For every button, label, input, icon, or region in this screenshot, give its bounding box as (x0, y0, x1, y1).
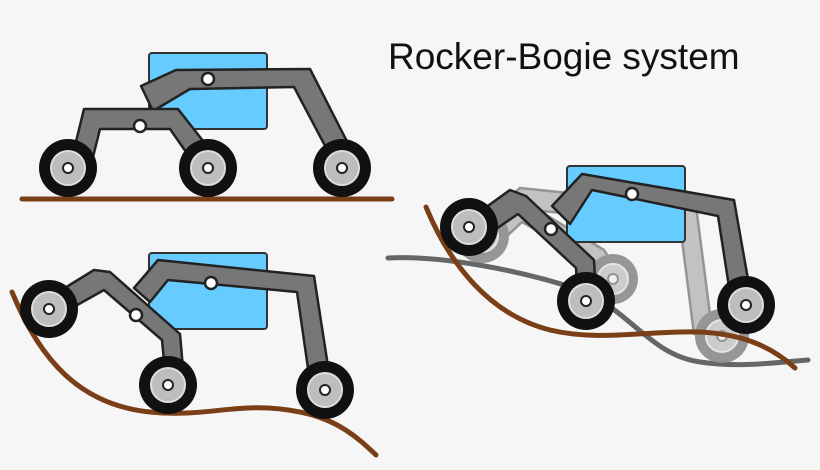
rocker-pivot (200, 71, 216, 87)
wheel-rear (717, 276, 775, 334)
bogie-pivot (543, 221, 559, 237)
brown-ground-line (423, 204, 798, 371)
bogie-pivot (132, 118, 148, 134)
wheel-middle (139, 356, 197, 414)
panel-flat-terrain (19, 52, 395, 202)
panel-uneven-terrain (9, 252, 379, 458)
wheel-front (440, 198, 498, 256)
wheel-middle (557, 272, 615, 330)
diagram-title: Rocker-Bogie system (388, 36, 740, 77)
wheel-rear (313, 139, 371, 197)
rocker-pivot (624, 186, 640, 202)
rocker-pivot (203, 275, 219, 291)
wheel-front (20, 280, 78, 338)
wheel-front (39, 139, 97, 197)
wheel-middle (179, 139, 237, 197)
wheel-rear (296, 361, 354, 419)
panel-terrain-comparison (385, 165, 811, 371)
bogie-pivot (128, 307, 144, 323)
grey-ground-line (385, 255, 811, 368)
uneven-ground-line (9, 289, 379, 458)
